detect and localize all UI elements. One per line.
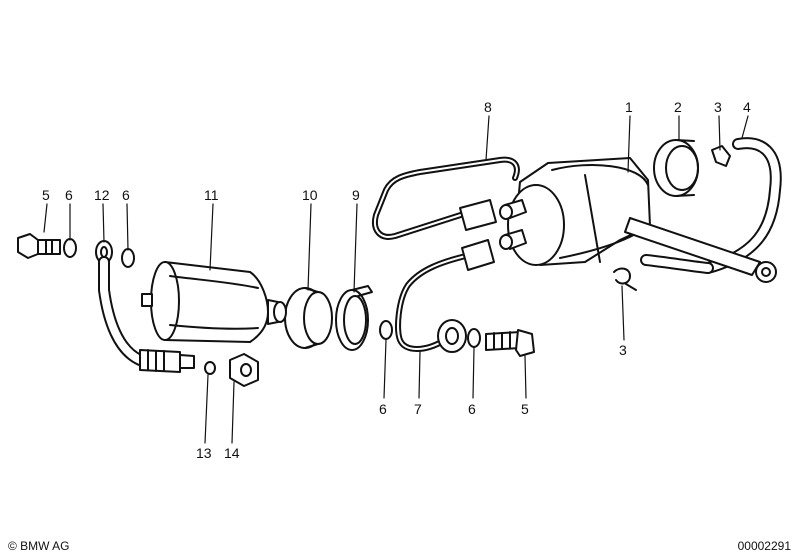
callout-4: 4: [743, 99, 751, 115]
hose-clamp-9: [335, 285, 373, 351]
washer-6-left: [63, 238, 77, 258]
callout-3-top: 3: [714, 99, 722, 115]
callout-10: 10: [302, 187, 318, 203]
nut-14: [229, 353, 259, 387]
fuel-line-8: [372, 156, 520, 240]
callout-6-center: 6: [122, 187, 130, 203]
washer-6-center: [121, 248, 135, 268]
banjo-bolt-5-left: [17, 233, 61, 259]
washer-6-right: [467, 328, 481, 348]
banjo-bolt-5-right: [485, 329, 535, 357]
clamp-3-lower: [613, 267, 637, 291]
fuel-hose-left: [98, 256, 195, 373]
callout-5-left: 5: [42, 187, 50, 203]
callout-7: 7: [414, 401, 422, 417]
copyright-label: © BMW AG: [8, 539, 70, 553]
callout-1: 1: [625, 99, 633, 115]
diagram-code: 00002291: [737, 539, 791, 553]
callout-14: 14: [224, 445, 240, 461]
rubber-ring-2: [653, 139, 699, 197]
callout-8: 8: [484, 99, 492, 115]
leader-lines: [43, 115, 749, 444]
callout-2: 2: [674, 99, 682, 115]
fuel-filter-11: [141, 261, 287, 343]
clamp-3-top: [711, 145, 731, 167]
callout-6-right: 6: [468, 401, 476, 417]
washer-6-mid: [379, 320, 393, 340]
callout-6-mid: 6: [379, 401, 387, 417]
hose-4: [640, 137, 782, 274]
rubber-ring-10: [284, 287, 333, 349]
callout-13: 13: [196, 445, 212, 461]
washer-13: [204, 361, 216, 375]
callout-5-right: 5: [521, 401, 529, 417]
bracket-arm: [624, 217, 777, 283]
fuel-line-7: [395, 239, 495, 353]
callout-3-lower: 3: [619, 342, 627, 358]
callout-11: 11: [204, 187, 219, 203]
fuel-pump-main: [499, 157, 651, 266]
callout-6-left: 6: [65, 187, 73, 203]
callout-9: 9: [352, 187, 360, 203]
callout-12: 12: [94, 187, 110, 203]
